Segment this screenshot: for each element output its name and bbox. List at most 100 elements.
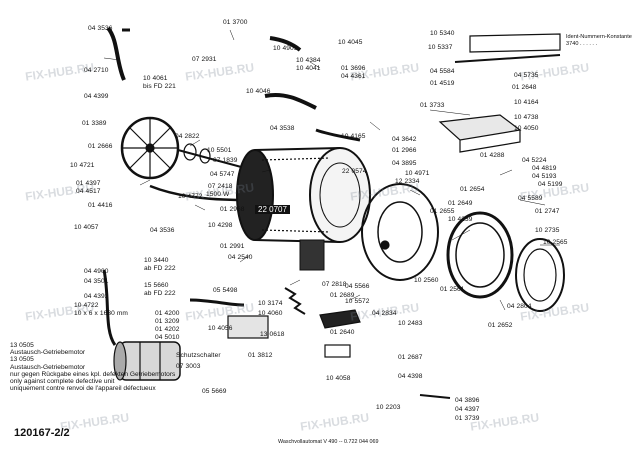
part-label: 01 2640 — [330, 329, 355, 336]
part-label: 10 2565 — [543, 239, 568, 246]
part-label: 04 5566 — [345, 283, 370, 290]
tube-part — [315, 128, 361, 142]
part-label: 15 5660 — [144, 282, 169, 289]
part-label: 01 4288 — [480, 152, 505, 159]
part-label: 04 4392 — [84, 293, 109, 300]
part-label: 04 3536 — [88, 25, 113, 32]
part-label: 04 4361 — [341, 73, 366, 80]
part-label: 10 4239 — [448, 216, 473, 223]
part-label: 01 2652 — [488, 322, 513, 329]
heater-element — [149, 184, 246, 202]
part-label: 10 2560 — [414, 277, 439, 284]
rail-part — [454, 54, 561, 63]
part-label: 01 3696 — [341, 65, 366, 72]
part-label: 05 5498 — [213, 287, 238, 294]
part-label: 10 4060 — [258, 310, 283, 317]
part-label: 01 3733 — [420, 102, 445, 109]
part-label: 04 3895 — [392, 160, 417, 167]
part-label: Schutzschalter — [176, 352, 221, 359]
part-label: 04 2804 — [507, 303, 532, 310]
ident-header-line: 3740 . . . . . . — [566, 40, 598, 47]
part-label: 10 2203 — [376, 404, 401, 411]
part-label: 01 3739 — [455, 415, 480, 422]
part-label: 07 1839 — [213, 157, 238, 164]
part-label: 1500 W — [206, 191, 230, 198]
part-label: 04 3896 — [455, 397, 480, 404]
part-label: 10 4057 — [74, 224, 99, 231]
part-label: 10 4384 — [296, 57, 321, 64]
part-label: 04 2540 — [228, 254, 253, 261]
part-label: 04 4517 — [76, 188, 101, 195]
damper-part — [319, 309, 361, 329]
part-label: 04 5735 — [514, 72, 539, 79]
leader-lines — [103, 29, 560, 311]
ident-header: Ident-Nummern-Konstante 3740 . . . . . . — [566, 34, 632, 47]
part-label: 01 2687 — [398, 354, 423, 361]
part-label: 10 3174 — [258, 300, 283, 307]
part-label: 01 2561 — [440, 286, 465, 293]
shaft-part — [177, 149, 246, 169]
part-label: 10 4041 — [296, 65, 321, 72]
part-label: 01 2966 — [392, 147, 417, 154]
part-label: 01 3700 — [223, 19, 248, 26]
part-label: 04 2822 — [175, 133, 200, 140]
door-seal — [446, 211, 514, 299]
bearing-part — [199, 148, 211, 164]
note-line: uniquement contre renvoi de l'appareil d… — [10, 385, 156, 393]
ident-header-line: Ident-Nummern-Konstante — [566, 34, 632, 40]
bearing-part — [183, 143, 197, 161]
part-label: 01 2747 — [535, 208, 560, 215]
part-label: 10 4061 — [143, 75, 168, 82]
part-label: 04 3536 — [150, 227, 175, 234]
part-label: 10 4722 — [74, 302, 99, 309]
part-label: 10 5501 — [207, 147, 232, 154]
part-label: 01 4416 — [88, 202, 113, 209]
part-label: 04 5193 — [532, 173, 557, 180]
note-line: only against complete defective unit — [10, 378, 115, 386]
part-label: 04 5010 — [155, 334, 180, 341]
document-number: 120167-2/2 — [14, 427, 70, 439]
part-label: 01 2991 — [220, 243, 245, 250]
part-label: 07 2931 — [192, 56, 217, 63]
part-label: 04 4398 — [398, 373, 423, 380]
note-line: 13 0505 — [10, 356, 34, 364]
part-label: 12 2334 — [395, 178, 420, 185]
hose-part — [106, 26, 126, 81]
part-label: 01 3812 — [248, 352, 273, 359]
drum-stamp: 22 0707 — [255, 205, 290, 214]
front-ring — [361, 183, 439, 281]
part-label: 01 2968 — [220, 206, 245, 213]
replacement-note: 13 0505 Austausch-Getriebemotor 13 0505 … — [10, 342, 175, 392]
part-label: 07 3003 — [176, 363, 201, 370]
part-label: 10 4045 — [338, 39, 363, 46]
part-label: 04 4819 — [532, 165, 557, 172]
part-label: 04 5224 — [522, 157, 547, 164]
part-label: 10 4721 — [70, 162, 95, 169]
note-line: 13 0505 — [10, 342, 34, 349]
part-label: 10 4058 — [326, 375, 351, 382]
part-label: 04 5747 — [210, 171, 235, 178]
part-label: 10 5572 — [345, 298, 370, 305]
cable-part — [419, 394, 451, 399]
part-label: 01 2648 — [512, 84, 537, 91]
part-label: 10 4298 — [208, 222, 233, 229]
part-label: 04 3642 — [392, 136, 417, 143]
part-label: 10 5337 — [428, 44, 453, 51]
part-label: 04 3501 — [84, 278, 109, 285]
part-label: 04 5589 — [518, 195, 543, 202]
part-label: 01 2655 — [430, 208, 455, 215]
part-label: 04 2710 — [84, 67, 109, 74]
part-label: 10 4056 — [208, 325, 233, 332]
switch-box — [227, 315, 269, 339]
part-label: 01 4519 — [430, 80, 455, 87]
tube-part — [264, 93, 317, 110]
part-label: 01 4397 — [76, 180, 101, 187]
part-label: 10 5340 — [430, 30, 455, 37]
part-label: 04 4900 — [84, 268, 109, 275]
part-label: 10 3440 — [144, 257, 169, 264]
part-label: 10 4164 — [514, 99, 539, 106]
bracket-part — [324, 344, 351, 358]
part-label: 01 2666 — [88, 143, 113, 150]
